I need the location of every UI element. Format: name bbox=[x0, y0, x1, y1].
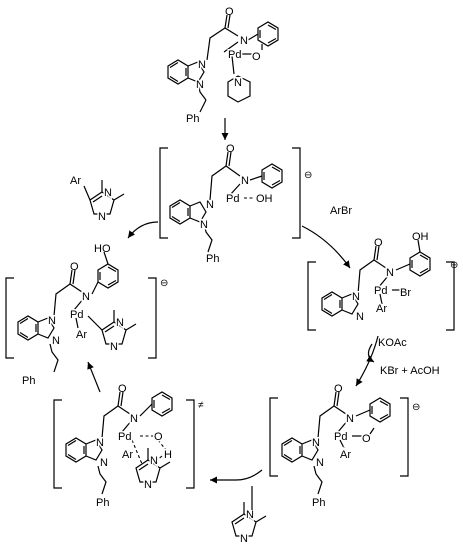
palladium-label: Pd bbox=[374, 285, 387, 297]
imidazole-n1-label: N bbox=[352, 291, 360, 303]
left-bracket bbox=[269, 397, 278, 477]
imidazole-n3-label: N bbox=[100, 457, 108, 469]
imidazole-n1-label: N bbox=[48, 315, 56, 327]
imidazole-n1-label: N bbox=[198, 59, 206, 71]
imidazole-n1-label: N bbox=[206, 199, 214, 211]
benzyl-ph-label: Ph bbox=[96, 497, 109, 509]
left-bracket bbox=[307, 261, 316, 331]
arrow-byproduct-release bbox=[366, 343, 375, 363]
phenoxide-oxygen-label: O bbox=[252, 51, 261, 63]
palladium-label: Pd bbox=[334, 431, 347, 443]
anion-charge-symbol: ⊖ bbox=[450, 260, 458, 271]
hydroxyl-label: HO bbox=[94, 243, 111, 255]
arrow-to-imidazolyl-complex bbox=[87, 361, 101, 393]
hydroxyl-label: OH bbox=[256, 193, 273, 205]
right-bracket bbox=[446, 261, 455, 331]
arbr-reagent-label: ArBr bbox=[330, 205, 352, 217]
phenol-ring bbox=[257, 21, 279, 47]
amide-nitrogen-label: N bbox=[130, 413, 138, 425]
benzyl-ph-label: Ph bbox=[312, 497, 325, 509]
amide-nitrogen-label: N bbox=[386, 267, 394, 279]
arrow-oxidative-addition bbox=[301, 225, 351, 269]
aryl-label: Ar bbox=[70, 175, 81, 187]
benzyl-ph-label: Ph bbox=[206, 253, 219, 265]
palladium-label: Pd bbox=[228, 49, 241, 61]
pyridine-nitrogen-label: N bbox=[234, 77, 242, 89]
benzyl-ph-label: Ph bbox=[22, 375, 35, 387]
benzyl-ph-label: Ph bbox=[186, 113, 199, 125]
carbonyl-oxygen-label: O bbox=[374, 237, 383, 249]
phenoxide-oxygen-label: O bbox=[154, 431, 163, 443]
bromide-label: Br bbox=[400, 287, 411, 299]
anion-charge-symbol: ⊖ bbox=[160, 278, 168, 289]
phenol-ring bbox=[409, 251, 431, 277]
imidazolyl-pd-complex: ⊖ HO O N Pd Ar N N N N Ph bbox=[5, 243, 168, 387]
anion-charge-symbol: ⊖ bbox=[304, 170, 312, 181]
imidazole-n3-label: N bbox=[240, 533, 248, 545]
carbonyl-oxygen-label: O bbox=[118, 383, 127, 395]
arrow-ligand-exchange bbox=[355, 335, 379, 387]
phenoxide-oxygen-label: O bbox=[362, 433, 371, 445]
palladium-label: Pd bbox=[118, 431, 131, 443]
right-bracket bbox=[148, 277, 157, 359]
aryl-pd-bromide-complex: ⊖ OH O N Pd Br Ar N N bbox=[307, 231, 458, 331]
phenol-ring bbox=[151, 391, 173, 417]
imidazole-n1-label: N bbox=[312, 437, 320, 449]
imidazole-n1-label: N bbox=[246, 509, 254, 521]
anionic-phenol-complex: ⊖ O N Pd OH N N Ph bbox=[159, 143, 312, 265]
phenol-ring bbox=[369, 397, 391, 423]
right-bracket bbox=[400, 397, 409, 477]
precatalyst-pyridine-complex: O N Pd O N N N Ph bbox=[167, 6, 279, 125]
right-bracket bbox=[186, 399, 195, 489]
aryl-label: Ar bbox=[376, 303, 387, 315]
carbonyl-oxygen-label: O bbox=[226, 143, 235, 155]
arrow-cmd-step bbox=[210, 469, 263, 484]
arylated-imidazole-product: Ar N N bbox=[70, 175, 125, 225]
imidazole-n3-label: N bbox=[98, 211, 106, 223]
transferring-hydrogen-label: H bbox=[164, 449, 172, 461]
aryl-pd-phenoxide-complex: ⊖ O N Pd O Ar N N Ph bbox=[269, 383, 420, 509]
ligand-imidazole-n3-label: N bbox=[110, 341, 118, 353]
amide-nitrogen-label: N bbox=[241, 175, 249, 187]
phenol-ring bbox=[261, 163, 283, 189]
ligand-imidazole-n1-label: N bbox=[116, 317, 124, 329]
imidazole-n3-label: N bbox=[356, 311, 364, 323]
aryl-label: Ar bbox=[340, 449, 351, 461]
amide-nitrogen-label: N bbox=[82, 291, 90, 303]
transition-state-symbol: ≠ bbox=[198, 400, 204, 411]
carbonyl-oxygen-label: O bbox=[334, 383, 343, 395]
aryl-label: Ar bbox=[76, 329, 87, 341]
palladium-label: Pd bbox=[226, 193, 239, 205]
dimethylimidazole-reagent: N N bbox=[231, 501, 267, 547]
cmd-transition-state: ≠ O N Pd O H Ar N N N N Ph bbox=[53, 383, 204, 509]
amide-nitrogen-label: N bbox=[346, 413, 354, 425]
imidazole-n3-label: N bbox=[196, 79, 204, 91]
left-bracket bbox=[159, 147, 168, 239]
ts-imidazole-n3-label: N bbox=[144, 479, 152, 491]
hydroxyl-label: OH bbox=[412, 231, 429, 243]
aryl-label: Ar bbox=[122, 449, 133, 461]
kbr-acoh-byproduct-label: KBr + AcOH bbox=[380, 365, 440, 377]
palladium-label: Pd bbox=[70, 309, 83, 321]
imidazole-n3-label: N bbox=[200, 219, 208, 231]
carbonyl-oxygen-label: O bbox=[70, 261, 79, 273]
ts-imidazole-n1-label: N bbox=[150, 455, 158, 467]
arrow-reductive-elimination bbox=[127, 221, 159, 239]
right-bracket bbox=[292, 147, 301, 239]
imidazole-n1-label: N bbox=[104, 187, 112, 199]
phenol-ring bbox=[97, 263, 119, 289]
imidazole-n3-label: N bbox=[316, 457, 324, 469]
koac-reagent-label: KOAc bbox=[378, 337, 407, 349]
amide-nitrogen-label: N bbox=[240, 35, 248, 47]
imidazole-n3-label: N bbox=[52, 335, 60, 347]
anion-charge-symbol: ⊖ bbox=[412, 402, 420, 413]
carbonyl-oxygen-label: O bbox=[225, 6, 234, 18]
left-bracket bbox=[5, 277, 14, 359]
imidazole-n1-label: N bbox=[96, 437, 104, 449]
left-bracket bbox=[53, 399, 62, 489]
